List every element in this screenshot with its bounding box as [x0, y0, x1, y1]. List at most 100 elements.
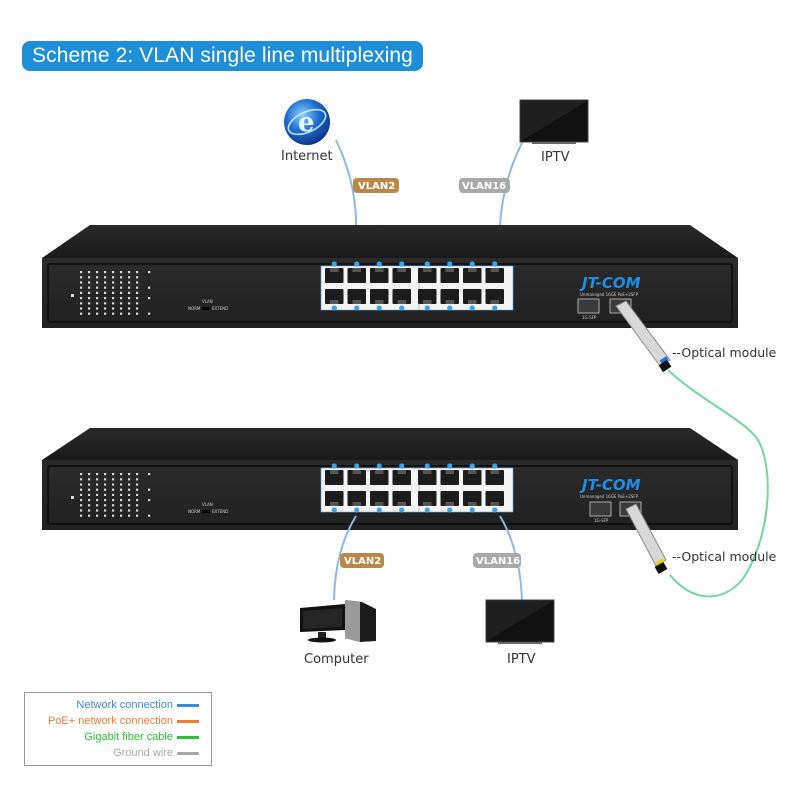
rj45-port[interactable]: [347, 289, 367, 304]
optical-module-label-bottom: --Optical module: [672, 549, 777, 564]
status-led: [120, 488, 123, 491]
status-led: [104, 478, 107, 481]
status-led: [96, 483, 99, 486]
rj45-port[interactable]: [440, 470, 460, 485]
rj45-port[interactable]: [463, 470, 482, 485]
status-led: [112, 478, 115, 481]
rj45-port[interactable]: [418, 268, 437, 283]
rj45-port[interactable]: [370, 491, 389, 506]
status-led: [136, 312, 139, 315]
rj45-port[interactable]: [325, 491, 344, 506]
svg-text:Unmanaged 16GE PoE+2SFP: Unmanaged 16GE PoE+2SFP: [580, 494, 639, 499]
sfp-port-1-top[interactable]: [577, 298, 600, 314]
status-led: [88, 509, 91, 512]
port-led: [492, 305, 498, 311]
legend-item-network: Network connection: [76, 699, 199, 711]
port-led: [424, 305, 430, 311]
status-led: [128, 514, 131, 517]
status-led: [96, 478, 99, 481]
status-led: [112, 312, 115, 315]
rj45-port[interactable]: [392, 470, 412, 485]
port-led: [492, 261, 498, 267]
port-led: [399, 261, 405, 267]
status-led: [104, 291, 107, 294]
rj45-port[interactable]: [485, 491, 505, 506]
port-led: [331, 261, 337, 267]
cable-internet-vlan2: [335, 139, 357, 272]
status-led: [112, 499, 115, 502]
status-led: [104, 509, 107, 512]
computer-icon: [300, 600, 376, 643]
tv-icon-top: [519, 99, 589, 144]
status-led: [128, 478, 131, 481]
port-led: [354, 507, 360, 513]
rj45-port[interactable]: [325, 289, 344, 304]
status-led: [88, 499, 91, 502]
status-led: [88, 271, 91, 274]
port-led: [376, 305, 382, 311]
rj45-port[interactable]: [418, 491, 437, 506]
optical-module-label-top: --Optical module: [672, 345, 777, 360]
rj45-port[interactable]: [370, 470, 389, 485]
rj45-port[interactable]: [440, 289, 460, 304]
status-led: [120, 483, 123, 486]
legend: Network connection PoE+ network connecti…: [24, 692, 212, 766]
port-led: [331, 507, 337, 513]
rj45-port[interactable]: [485, 470, 505, 485]
rj45-port[interactable]: [485, 289, 505, 304]
rj45-port[interactable]: [392, 491, 412, 506]
legend-item-ground: Ground wire: [113, 747, 199, 759]
port-led: [469, 305, 475, 311]
rj45-port[interactable]: [418, 289, 437, 304]
port-led: [492, 507, 498, 513]
legend-item-poe: PoE+ network connection: [48, 715, 199, 727]
port-led: [331, 463, 337, 469]
status-led: [136, 291, 139, 294]
status-led: [104, 276, 107, 279]
svg-text:VLAN16: VLAN16: [462, 181, 506, 192]
dip-switch-bottom: VLAN NORM EXTEND: [188, 502, 228, 514]
rj45-port[interactable]: [347, 268, 367, 283]
status-led: [104, 302, 107, 305]
internet-icon: e: [284, 99, 330, 145]
status-led: [80, 276, 83, 279]
rj45-port[interactable]: [463, 268, 482, 283]
status-led: [88, 286, 91, 289]
rj45-port[interactable]: [418, 470, 437, 485]
status-led: [96, 509, 99, 512]
iptv-label-bottom: IPTV: [507, 652, 536, 667]
rj45-port[interactable]: [370, 268, 389, 283]
status-led: [96, 499, 99, 502]
rj45-port[interactable]: [347, 470, 367, 485]
rj45-port[interactable]: [440, 491, 460, 506]
status-led: [136, 271, 139, 274]
rj45-port[interactable]: [463, 491, 482, 506]
status-led: [88, 504, 91, 507]
rj45-port[interactable]: [392, 268, 412, 283]
status-led: [80, 493, 83, 496]
status-led: [136, 478, 139, 481]
svg-text:e: e: [298, 108, 315, 138]
rj45-port[interactable]: [325, 268, 344, 283]
status-led: [104, 499, 107, 502]
rj45-port[interactable]: [370, 289, 389, 304]
rj45-port[interactable]: [485, 268, 505, 283]
rj45-port[interactable]: [347, 491, 367, 506]
rj45-port[interactable]: [440, 268, 460, 283]
status-led: [104, 504, 107, 507]
rj45-port[interactable]: [392, 289, 412, 304]
status-led: [128, 271, 131, 274]
brand-logo-bottom: JT-COM: [579, 476, 641, 494]
svg-text:NORM: NORM: [188, 306, 201, 311]
status-led: [96, 312, 99, 315]
status-led: [80, 509, 83, 512]
iptv-label-top: IPTV: [541, 150, 570, 165]
svg-text:NORM: NORM: [188, 509, 201, 514]
status-led: [136, 493, 139, 496]
sfp-port-1-bottom[interactable]: [589, 501, 612, 517]
rj45-port[interactable]: [325, 470, 344, 485]
status-led: [112, 271, 115, 274]
rj45-port[interactable]: [463, 289, 482, 304]
status-led: [80, 483, 83, 486]
status-led: [96, 504, 99, 507]
